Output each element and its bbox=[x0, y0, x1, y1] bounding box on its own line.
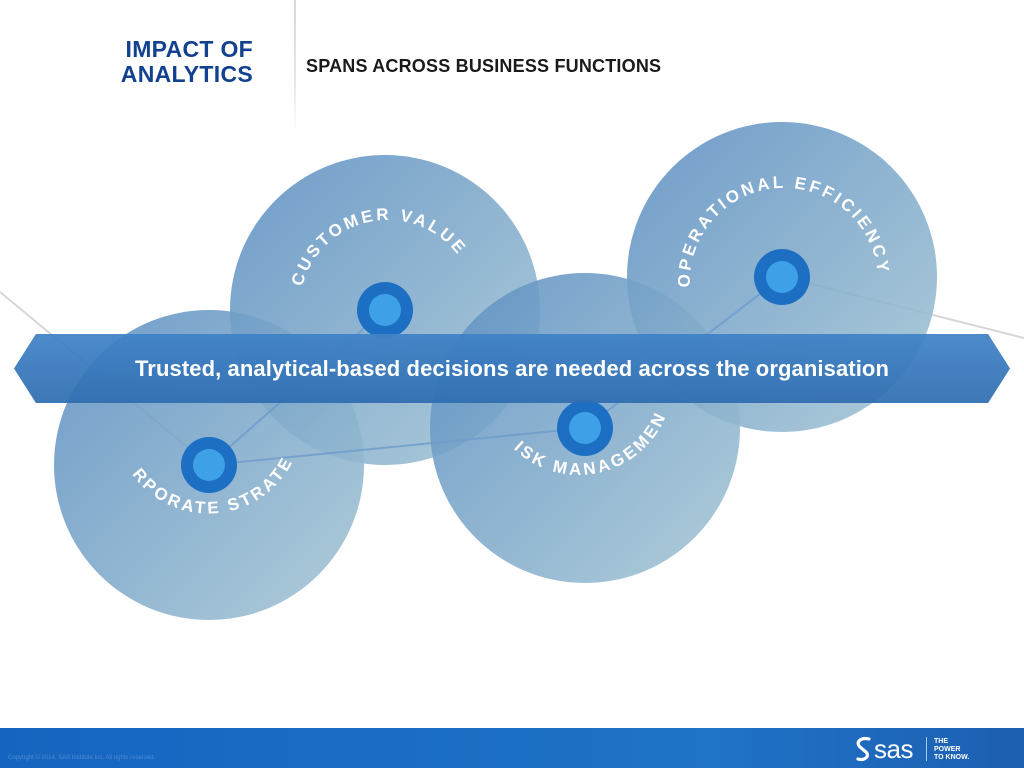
tagline-line-1: THE bbox=[934, 738, 948, 745]
node-risk-management bbox=[557, 400, 613, 456]
footer-bar: Copyright © 2014, SAS Institute Inc. All… bbox=[0, 728, 1024, 768]
slide-title-line-1: IMPACT OF bbox=[125, 36, 253, 62]
header-divider bbox=[294, 0, 296, 135]
copyright-text: Copyright © 2014, SAS Institute Inc. All… bbox=[8, 755, 156, 761]
banner-text: Trusted, analytical-based decisions are … bbox=[134, 356, 890, 381]
banner-arrow bbox=[14, 334, 1010, 403]
logo-separator bbox=[926, 737, 927, 761]
slide-title-line-2: ANALYTICS bbox=[120, 61, 253, 87]
node-corporate-strategy bbox=[181, 437, 237, 493]
sas-logo-text: sas bbox=[874, 734, 913, 764]
node-operational-efficiency bbox=[754, 249, 810, 305]
slide-subtitle: SPANS ACROSS BUSINESS FUNCTIONS bbox=[306, 56, 662, 76]
tagline-line-2: POWER bbox=[934, 746, 961, 753]
slide-title: IMPACT OF ANALYTICS bbox=[60, 37, 253, 87]
sas-logo: sas THE POWER TO KNOW. bbox=[852, 733, 976, 765]
sas-swoosh-icon bbox=[856, 736, 871, 762]
node-customer-value bbox=[357, 282, 413, 338]
connector-line bbox=[208, 427, 586, 466]
tagline-line-3: TO KNOW. bbox=[934, 754, 970, 761]
logo-tagline: THE POWER TO KNOW. bbox=[934, 738, 969, 762]
